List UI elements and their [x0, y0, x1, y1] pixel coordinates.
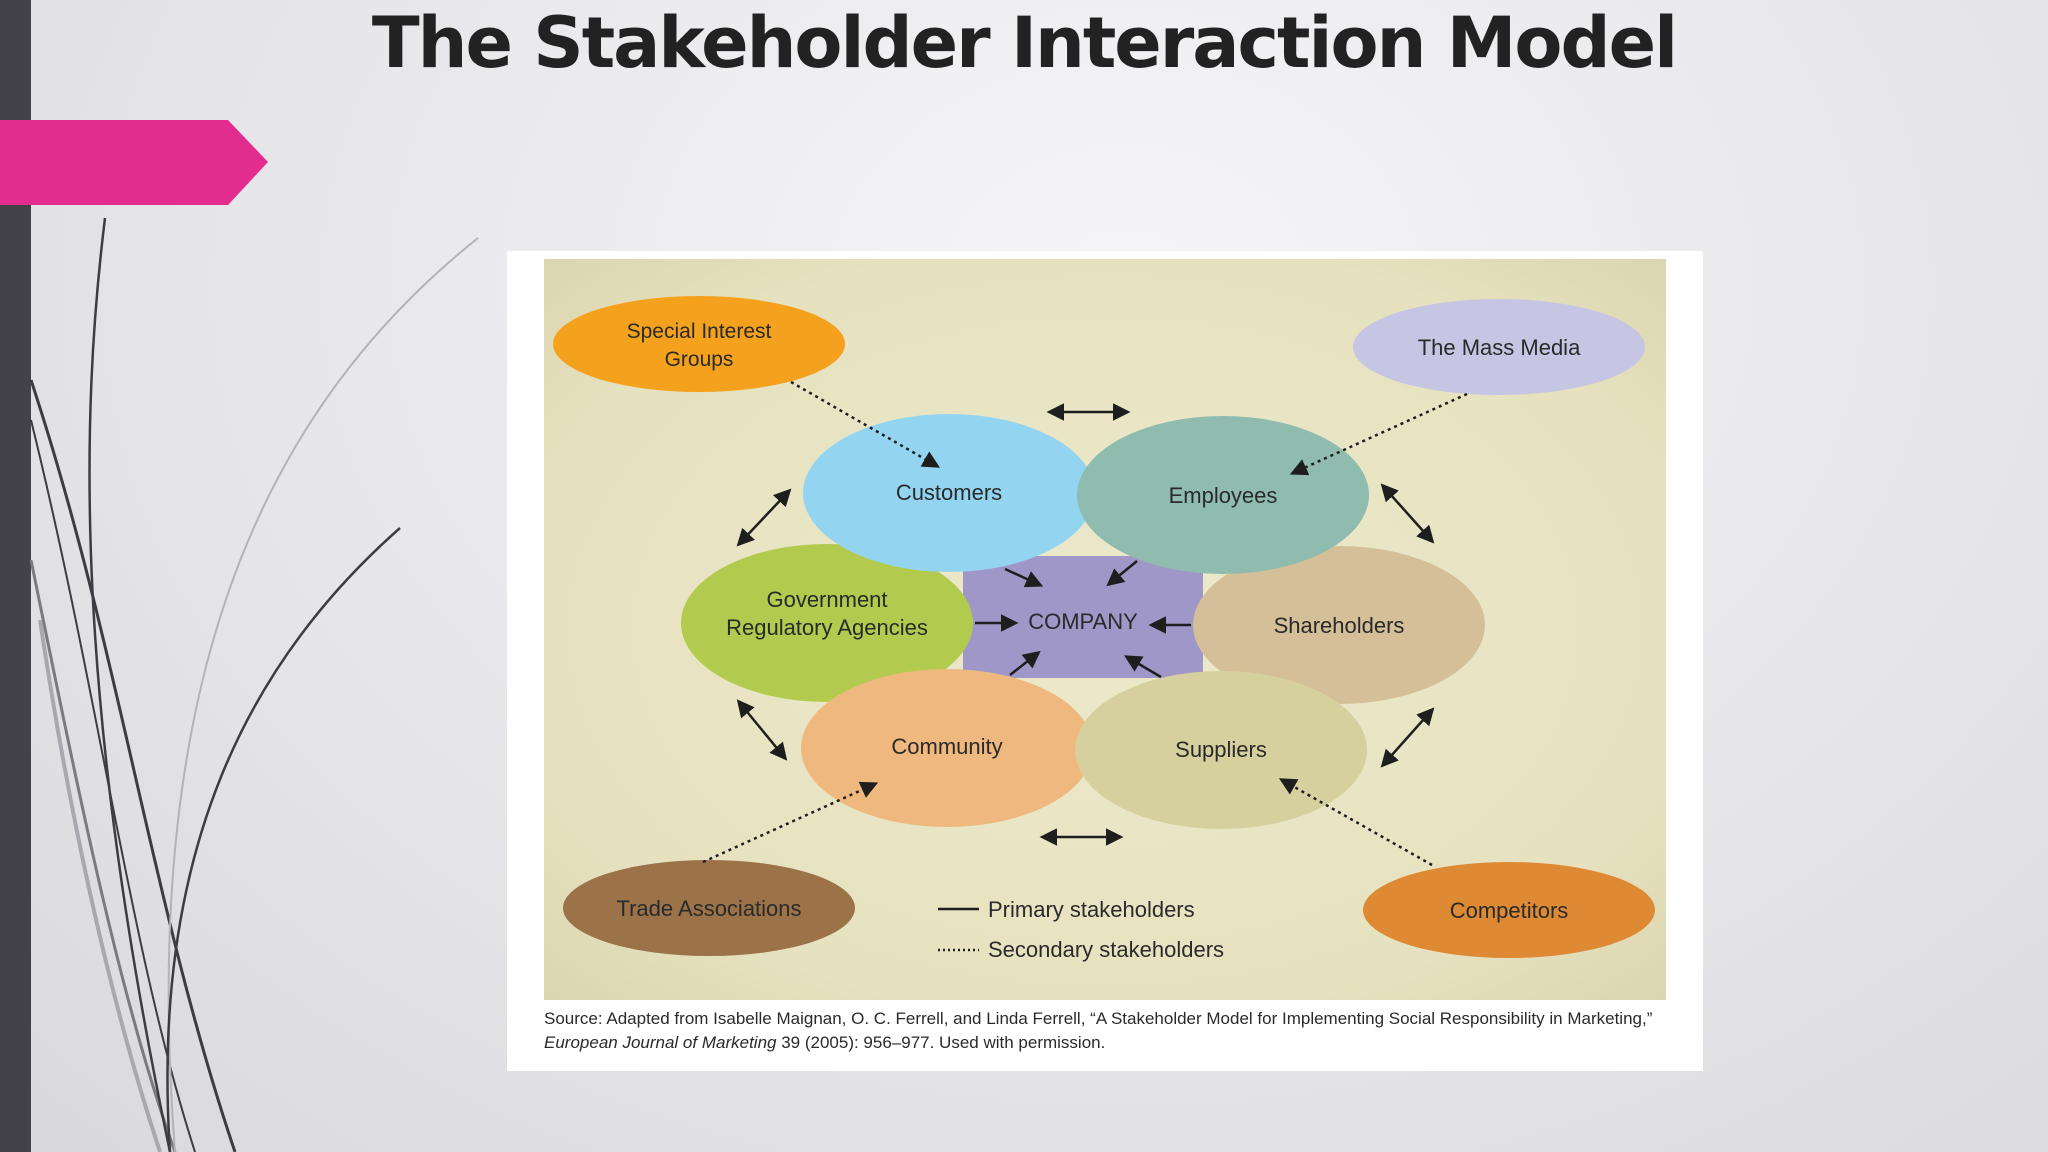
arrow-employees-company [1106, 560, 1138, 587]
dotted-arrow-special-interest [790, 380, 941, 468]
arrow-government-customers [736, 488, 792, 547]
government-label-line1: Government [766, 587, 887, 612]
decorative-curves [29, 217, 479, 1152]
employees-node [1077, 416, 1369, 574]
source-line-1: Source: Adapted from Isabelle Maignan, O… [544, 1009, 1653, 1028]
government-label-line2: Regulatory Agencies [726, 615, 928, 640]
trade-associations-node [563, 860, 855, 956]
arrow-government-community [736, 699, 788, 761]
mass-media-label: The Mass Media [1418, 335, 1581, 360]
special-interest-groups-node [553, 296, 845, 392]
government-node [681, 544, 973, 702]
shareholders-node [1193, 546, 1485, 704]
arrow-customers-company [1004, 567, 1044, 588]
stakeholder-figure: COMPANY Special Interest Groups The Mass… [507, 251, 1703, 1071]
legend-primary-label: Primary stakeholders [988, 897, 1195, 922]
legend-secondary-label: Secondary stakeholders [988, 937, 1224, 962]
source-line-2: European Journal of Marketing 39 (2005):… [544, 1031, 1684, 1055]
trade-associations-label: Trade Associations [616, 896, 801, 921]
community-label: Community [891, 734, 1002, 759]
arrow-employees-shareholders [1380, 483, 1435, 544]
source-line-2-rest: 39 (2005): 956–977. Used with permission… [776, 1033, 1106, 1052]
shareholders-label: Shareholders [1274, 613, 1405, 638]
suppliers-label: Suppliers [1175, 737, 1267, 762]
competitors-label: Competitors [1450, 898, 1569, 923]
source-journal: European Journal of Marketing [544, 1033, 777, 1052]
arrow-community-company [1009, 650, 1041, 676]
arrow-suppliers-company [1123, 655, 1162, 679]
arrow-shareholders-suppliers [1380, 707, 1435, 768]
customers-node [803, 414, 1095, 572]
special-interest-groups-label-line2: Groups [665, 348, 734, 371]
stakeholder-diagram: COMPANY Special Interest Groups The Mass… [544, 259, 1666, 1000]
mass-media-node [1353, 299, 1645, 395]
dotted-arrow-competitors [1278, 778, 1433, 867]
special-interest-groups-label-line1: Special Interest [627, 320, 772, 343]
company-label: COMPANY [1028, 609, 1138, 634]
competitors-node [1363, 862, 1655, 958]
accent-arrow-tab [0, 120, 268, 205]
customers-label: Customers [896, 480, 1002, 505]
source-citation: Source: Adapted from Isabelle Maignan, O… [544, 1007, 1684, 1055]
slide-title: The Stakeholder Interaction Model [371, 2, 1678, 84]
employees-label: Employees [1169, 483, 1278, 508]
